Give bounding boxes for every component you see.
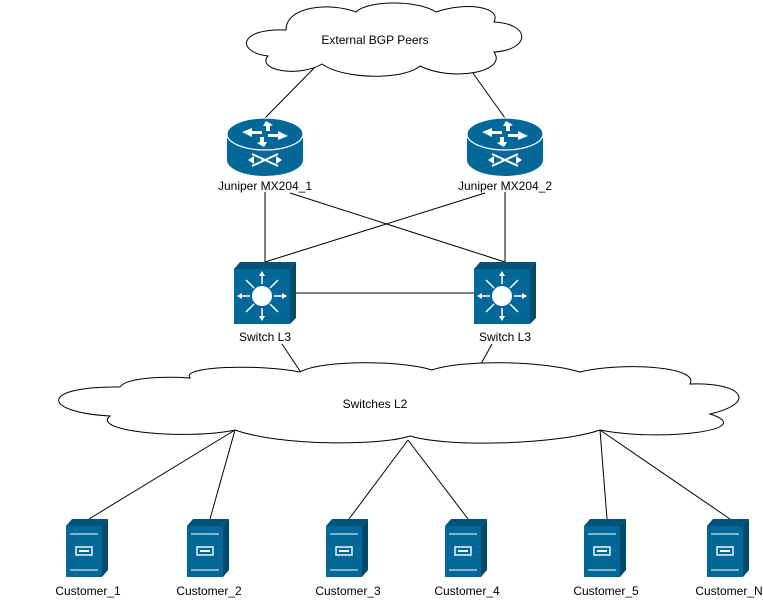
customer-server: Customer_1	[55, 519, 121, 598]
switches-l2-label: Switches L2	[343, 397, 408, 411]
switch-l3-2: Switch L3	[474, 262, 536, 344]
bgp-peers-cloud: External BGP Peers	[246, 2, 523, 77]
server-icon	[445, 519, 487, 577]
link-l2-customer1	[88, 429, 236, 520]
router-label: Juniper MX204_2	[458, 179, 552, 193]
router-2: Juniper MX204_2	[458, 117, 552, 193]
customer-label: Customer_5	[573, 584, 639, 598]
links	[88, 61, 731, 520]
switch-label: Switch L3	[239, 330, 291, 344]
customers: Customer_1 Customer_2 Customer_3 Customer_4…	[55, 519, 763, 598]
router-label: Juniper MX204_1	[218, 179, 312, 193]
switches-l2-cloud: Switches L2	[58, 362, 740, 444]
server-icon	[584, 519, 626, 577]
customer-label: Customer_1	[55, 584, 121, 598]
l3-switch-icon	[234, 262, 296, 324]
server-icon	[66, 519, 108, 577]
link-switch1-l2	[281, 343, 303, 375]
link-bgp-router1	[264, 61, 321, 119]
link-l2-customer5	[599, 429, 608, 520]
switch-label: Switch L3	[479, 330, 531, 344]
l3-switch-icon	[474, 262, 536, 324]
link-router1-switch2	[289, 192, 506, 263]
customer-server: Customer_4	[434, 519, 500, 598]
bgp-peers-label: External BGP Peers	[321, 33, 428, 47]
customer-label: Customer_N	[695, 584, 762, 598]
link-l2-customer4	[407, 439, 469, 520]
router-1: Juniper MX204_1	[218, 117, 312, 193]
router-icon	[466, 117, 544, 176]
customer-label: Customer_2	[176, 584, 242, 598]
customer-label: Customer_4	[434, 584, 500, 598]
link-l2-customer3	[348, 439, 409, 520]
switch-l3-1: Switch L3	[234, 262, 296, 344]
server-icon	[707, 519, 749, 577]
customer-label: Customer_3	[315, 584, 381, 598]
server-icon	[326, 519, 368, 577]
customer-server: Customer_3	[315, 519, 381, 598]
link-router2-switch1	[264, 192, 486, 263]
link-l2-customer2	[209, 429, 236, 520]
link-l2-customerN	[599, 429, 731, 520]
customer-server: Customer_5	[573, 519, 639, 598]
customer-server: Customer_2	[176, 519, 242, 598]
customer-server: Customer_N	[695, 519, 763, 598]
router-icon	[226, 117, 304, 176]
server-icon	[187, 519, 229, 577]
